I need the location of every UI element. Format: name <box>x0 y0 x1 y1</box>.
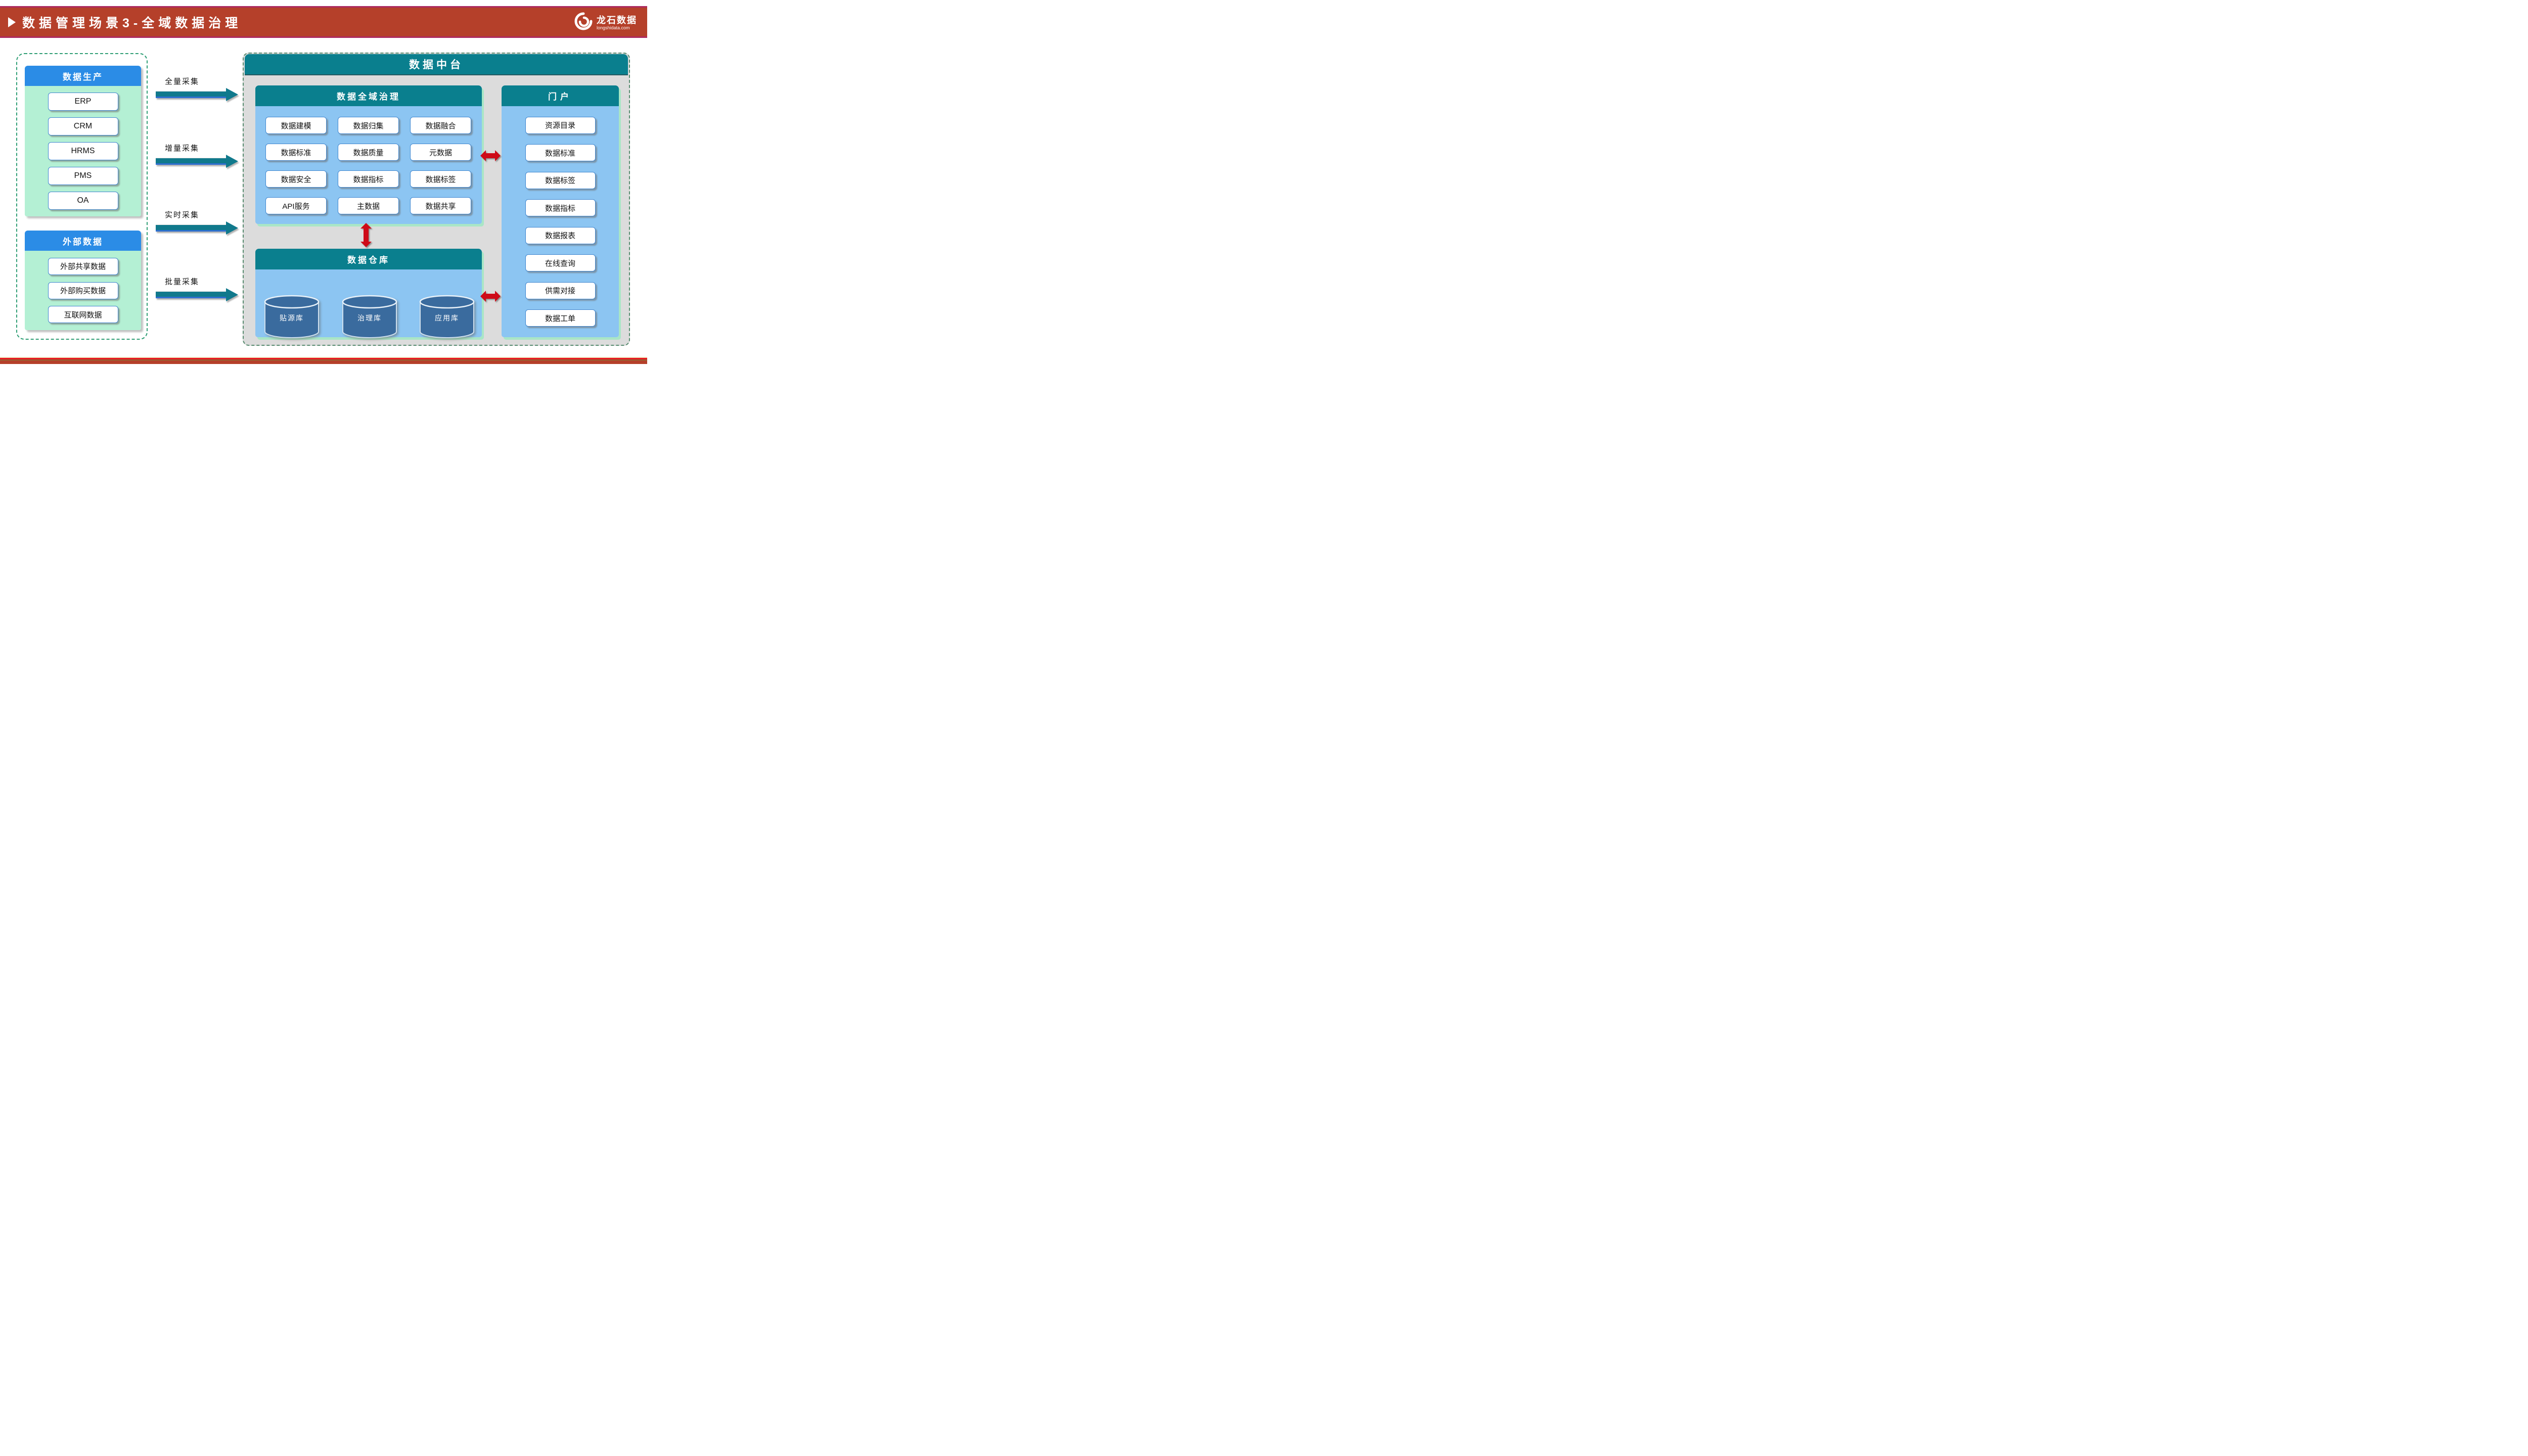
panel-external-data-body: 外部共享数据 外部购买数据 互联网数据 <box>25 251 141 330</box>
source-item-external-shared[interactable]: 外部共享数据 <box>48 257 118 275</box>
logo-domain: longshidata.com <box>597 25 630 30</box>
source-item-external-purchased[interactable]: 外部购买数据 <box>48 282 118 299</box>
source-item-oa[interactable]: OA <box>48 192 118 210</box>
right-arrow-icon <box>156 288 238 301</box>
double-arrow-governance-warehouse-icon <box>359 223 373 250</box>
panel-data-production-title: 数据生产 <box>25 66 141 87</box>
gov-item-data-security[interactable]: 数据安全 <box>265 170 327 188</box>
logo-company-name: 龙石数据 <box>597 15 637 25</box>
panel-portal: 门户 资源目录 数据标准 数据标签 数据指标 数据报表 在线查询 供需对接 数据… <box>502 85 619 337</box>
source-item-hrms[interactable]: HRMS <box>48 142 118 160</box>
data-sources-dashed-container <box>16 53 148 340</box>
header-top-accent-line <box>0 6 647 8</box>
panel-data-platform: 数据中台 数据全域治理 数据建模 数据归集 数据融合 数据标准 数据质量 元数据… <box>243 53 630 346</box>
company-logo: 龙石数据 longshidata.com <box>573 11 637 34</box>
panel-data-warehouse-title: 数据仓库 <box>255 249 482 270</box>
portal-item-data-ticket[interactable]: 数据工单 <box>525 309 596 327</box>
double-arrow-governance-portal-icon <box>480 149 501 165</box>
collect-arrow-batch: 批量采集 <box>156 276 239 302</box>
database-icon <box>264 295 320 338</box>
source-item-crm[interactable]: CRM <box>48 117 118 135</box>
portal-list: 资源目录 数据标准 数据标签 数据指标 数据报表 在线查询 供需对接 数据工单 <box>502 106 619 337</box>
gov-item-data-standard[interactable]: 数据标准 <box>265 144 327 161</box>
right-arrow-icon <box>156 155 238 168</box>
database-icon <box>419 295 475 338</box>
footer-accent-stripes <box>0 357 647 364</box>
portal-item-online-query[interactable]: 在线查询 <box>525 254 596 272</box>
portal-item-data-standard[interactable]: 数据标准 <box>525 144 596 162</box>
source-item-erp[interactable]: ERP <box>48 93 118 111</box>
gov-item-metadata[interactable]: 元数据 <box>410 144 471 161</box>
portal-item-data-reports[interactable]: 数据报表 <box>525 226 596 244</box>
gov-item-api-service[interactable]: API服务 <box>265 197 327 214</box>
database-label: 治理库 <box>357 314 382 322</box>
gov-item-data-aggregation[interactable]: 数据归集 <box>338 117 399 134</box>
play-triangle-icon <box>8 17 16 27</box>
portal-item-supply-demand[interactable]: 供需对接 <box>525 282 596 299</box>
gov-item-data-metrics[interactable]: 数据指标 <box>338 170 399 188</box>
panel-data-warehouse: 数据仓库 贴源库 <box>255 249 482 339</box>
collect-arrow-realtime: 实时采集 <box>156 209 239 235</box>
gov-item-master-data[interactable]: 主数据 <box>338 197 399 214</box>
gov-item-data-quality[interactable]: 数据质量 <box>338 144 399 161</box>
collect-arrow-incremental-label: 增量采集 <box>165 144 200 153</box>
database-cylinder-application[interactable]: 应用库 <box>419 295 475 339</box>
logo-swirl-icon <box>573 11 594 34</box>
gov-item-data-fusion[interactable]: 数据融合 <box>410 117 471 134</box>
portal-item-data-metrics[interactable]: 数据指标 <box>525 199 596 217</box>
database-cylinder-governed[interactable]: 治理库 <box>342 295 397 339</box>
collect-arrow-batch-label: 批量采集 <box>165 278 200 286</box>
slide-canvas: 数据管理场景3-全域数据治理 龙石数据 longshidata.com 数据生产… <box>0 0 647 364</box>
gov-item-data-modeling[interactable]: 数据建模 <box>265 117 327 134</box>
source-item-pms[interactable]: PMS <box>48 167 118 185</box>
page-title: 数据管理场景3-全域数据治理 <box>22 16 242 30</box>
portal-item-data-tags[interactable]: 数据标签 <box>525 171 596 189</box>
portal-item-resource-catalog[interactable]: 资源目录 <box>525 116 596 134</box>
gov-item-data-tags[interactable]: 数据标签 <box>410 170 471 188</box>
panel-data-governance: 数据全域治理 数据建模 数据归集 数据融合 数据标准 数据质量 元数据 数据安全… <box>255 85 482 224</box>
source-item-internet-data[interactable]: 互联网数据 <box>48 306 118 324</box>
panel-portal-title: 门户 <box>502 85 619 107</box>
panel-data-production-body: ERP CRM HRMS PMS OA <box>25 86 141 216</box>
collect-arrow-full: 全量采集 <box>156 76 239 102</box>
header-bar: 数据管理场景3-全域数据治理 龙石数据 longshidata.com <box>0 8 647 36</box>
panel-data-platform-title: 数据中台 <box>245 54 628 75</box>
database-label: 应用库 <box>435 314 459 322</box>
collect-arrow-incremental: 增量采集 <box>156 143 239 168</box>
right-arrow-icon <box>156 221 238 235</box>
panel-external-data: 外部数据 外部共享数据 外部购买数据 互联网数据 <box>25 231 141 330</box>
collect-arrow-full-label: 全量采集 <box>165 77 200 86</box>
right-arrow-icon <box>156 88 238 101</box>
collect-arrow-realtime-label: 实时采集 <box>165 211 200 219</box>
panel-data-warehouse-body: 贴源库 治理库 <box>255 269 482 339</box>
double-arrow-warehouse-portal-icon <box>480 289 501 306</box>
database-icon <box>342 295 397 338</box>
gov-item-data-sharing[interactable]: 数据共享 <box>410 197 471 214</box>
panel-data-production: 数据生产 ERP CRM HRMS PMS OA <box>25 66 141 216</box>
panel-data-governance-title: 数据全域治理 <box>255 85 482 107</box>
header-bottom-accent-line <box>0 36 647 38</box>
database-label: 贴源库 <box>280 314 304 322</box>
database-cylinder-source[interactable]: 贴源库 <box>264 295 320 339</box>
panel-external-data-title: 外部数据 <box>25 231 141 252</box>
governance-grid: 数据建模 数据归集 数据融合 数据标准 数据质量 元数据 数据安全 数据指标 数… <box>255 106 482 224</box>
